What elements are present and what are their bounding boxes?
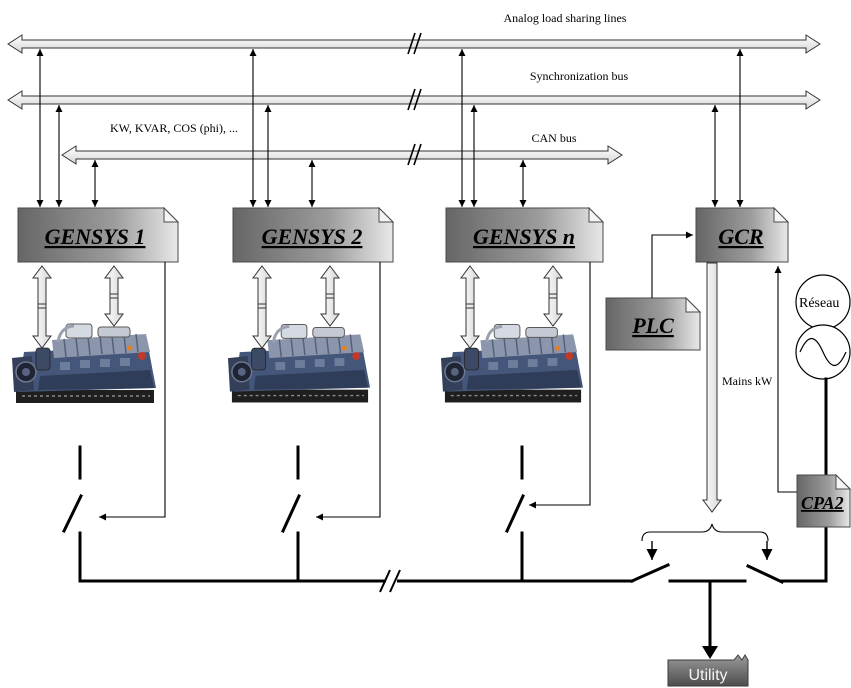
gensys-1-engine-arrow-left-mark bbox=[38, 303, 46, 309]
can-bus bbox=[61, 143, 623, 166]
gensys-2-breaker-control-line bbox=[316, 262, 381, 521]
mains-breaker-blade bbox=[746, 564, 784, 584]
engine-2-image bbox=[226, 323, 372, 404]
cpa-module: CPA2 bbox=[796, 473, 851, 528]
synchronization-bus bbox=[7, 88, 821, 111]
gensys-1-breaker-blade bbox=[61, 493, 84, 534]
generator-busbar-break-mark bbox=[379, 569, 401, 593]
utility-load: Utility bbox=[667, 654, 749, 687]
analog-bus-break-mark bbox=[407, 32, 422, 55]
gensys-1-engine-arrow-left bbox=[32, 265, 52, 349]
cpa-to-gcr-link bbox=[774, 266, 797, 493]
utility-box bbox=[667, 654, 749, 687]
gensys-n-breaker-control-line bbox=[529, 262, 591, 509]
gensys-n-box-fold bbox=[588, 206, 605, 223]
can-bus-label: CAN bus bbox=[531, 131, 576, 145]
can-bus-arrow bbox=[61, 145, 623, 165]
gensys-n-engine-links bbox=[460, 265, 563, 349]
utility-label: Utility bbox=[688, 667, 727, 684]
gensys-n-engine-arrow-left-mark bbox=[466, 303, 474, 309]
cpa-box-fold bbox=[835, 473, 851, 490]
gensys-n-engine-arrow-right bbox=[543, 265, 563, 327]
sync-bus-label: Synchronization bus bbox=[530, 69, 629, 83]
bus-links bbox=[36, 49, 744, 207]
gensys-2-label: GENSYS 2 bbox=[262, 224, 363, 249]
gcr-controller: GCR bbox=[695, 206, 790, 263]
breaker-command-brace bbox=[641, 523, 769, 542]
utility-feed-arrowhead bbox=[702, 646, 718, 659]
gensys-2-breaker-blade bbox=[281, 494, 301, 533]
gensys-n-engine-arrow-left bbox=[460, 265, 480, 349]
gensys-n-breaker bbox=[505, 445, 525, 583]
generator-busbar-break-gap bbox=[386, 578, 397, 584]
gensys-1-engine-arrow-right-mark bbox=[110, 293, 118, 299]
plc-label: PLC bbox=[631, 313, 674, 338]
mains-feeder-line bbox=[780, 525, 828, 583]
gcr-label: GCR bbox=[718, 224, 763, 249]
gensys-2-engine-arrow-right bbox=[320, 265, 340, 327]
cpa-label: CPA2 bbox=[801, 493, 844, 513]
plc-box bbox=[605, 297, 701, 351]
gensys-1-box-fold bbox=[163, 206, 180, 223]
plc-controller: PLC bbox=[605, 296, 702, 351]
sync-bus-arrow bbox=[7, 90, 821, 110]
gensys-2-box bbox=[232, 207, 394, 263]
gensys-2-engine-arrow-right-mark bbox=[326, 293, 334, 299]
gensys-n-controller: GENSYS n bbox=[445, 206, 605, 263]
mains-kw-label: Mains kW bbox=[722, 374, 773, 388]
can-signals-label: KW, KVAR, COS (phi), ... bbox=[110, 121, 238, 135]
gensys-n-breaker-blade bbox=[505, 494, 525, 533]
gensys-2-controller: GENSYS 2 bbox=[232, 206, 395, 263]
grid-label: Réseau bbox=[799, 296, 839, 311]
gensys-2-engine-links bbox=[252, 265, 340, 349]
gensys-1-engine-links bbox=[32, 265, 124, 349]
gensys-1-breaker bbox=[61, 445, 84, 583]
gcr-box bbox=[695, 207, 789, 263]
can-bus-break-mark bbox=[407, 143, 422, 166]
gcr-mains-kw-arrow bbox=[702, 262, 722, 513]
gensys-2-engine-arrow-left-mark bbox=[258, 303, 266, 309]
gensys-1-breaker-control-line bbox=[99, 262, 166, 521]
gensys-2-box-fold bbox=[378, 206, 395, 223]
gensys-1-engine-arrow-right bbox=[104, 265, 124, 327]
gensys-2-breaker bbox=[281, 445, 301, 583]
analog-load-sharing-bus bbox=[7, 32, 821, 55]
sync-bus-break-mark bbox=[407, 88, 422, 111]
gensys-1-controller: GENSYS 1 bbox=[17, 206, 180, 263]
gensys-n-box bbox=[445, 207, 604, 263]
gensys-n-label: GENSYS n bbox=[473, 224, 575, 249]
analog-bus-arrow bbox=[7, 34, 821, 54]
plc-box-fold bbox=[685, 296, 702, 313]
gensys-1-label: GENSYS 1 bbox=[45, 224, 146, 249]
gcr-box-fold bbox=[773, 206, 790, 223]
plc-to-gcr-link bbox=[651, 231, 693, 298]
gensys-n-engine-arrow-right-mark bbox=[549, 293, 557, 299]
gensys-2-engine-arrow-left bbox=[252, 265, 272, 349]
analog-bus-label: Analog load sharing lines bbox=[504, 11, 627, 25]
grid-source: Réseau bbox=[795, 274, 851, 380]
gensys-1-box bbox=[17, 207, 179, 263]
generator-breaker-blade bbox=[630, 563, 670, 583]
sine-wave-icon bbox=[799, 337, 847, 367]
